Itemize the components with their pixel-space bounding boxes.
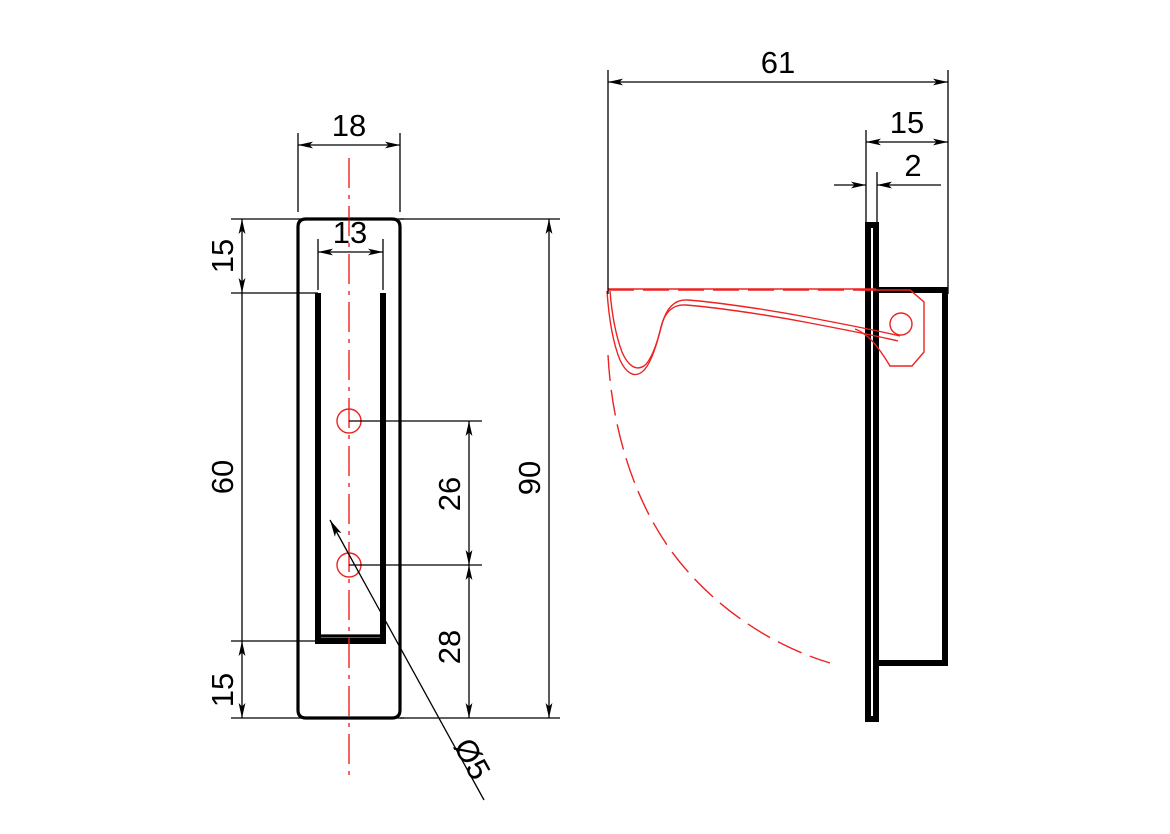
- dim-label-13: 13: [333, 215, 367, 250]
- construction-tab-hole: [889, 312, 913, 336]
- front-view-group: 18 13 15 60 15 90: [205, 108, 560, 801]
- dim-label-dia5: Ø5: [447, 732, 498, 785]
- construction-shelf-contour-outer: [606, 290, 899, 376]
- front-slot-outline: [315, 293, 386, 644]
- construction-arc-sweep: [607, 354, 831, 664]
- side-mounting-plate: [865, 222, 879, 722]
- dim-label-18: 18: [332, 108, 366, 143]
- dim-label-26: 26: [432, 477, 467, 511]
- dim-label-28: 28: [432, 630, 467, 664]
- construction-mounting-tab: [854, 289, 925, 367]
- side-view-group: 61 15 2: [606, 45, 949, 722]
- dim-label-15-side: 15: [890, 105, 924, 140]
- dim-label-15-bottom: 15: [205, 673, 240, 707]
- dim-label-61: 61: [761, 45, 795, 80]
- dim-label-60: 60: [205, 460, 240, 494]
- dim-label-15-top: 15: [205, 239, 240, 273]
- leader-line-dia5: [329, 519, 485, 801]
- construction-shelf-contour: [609, 290, 901, 369]
- dim-label-2: 2: [904, 148, 921, 183]
- side-bracket-arm-outline: [876, 287, 948, 666]
- dim-label-90: 90: [512, 461, 547, 495]
